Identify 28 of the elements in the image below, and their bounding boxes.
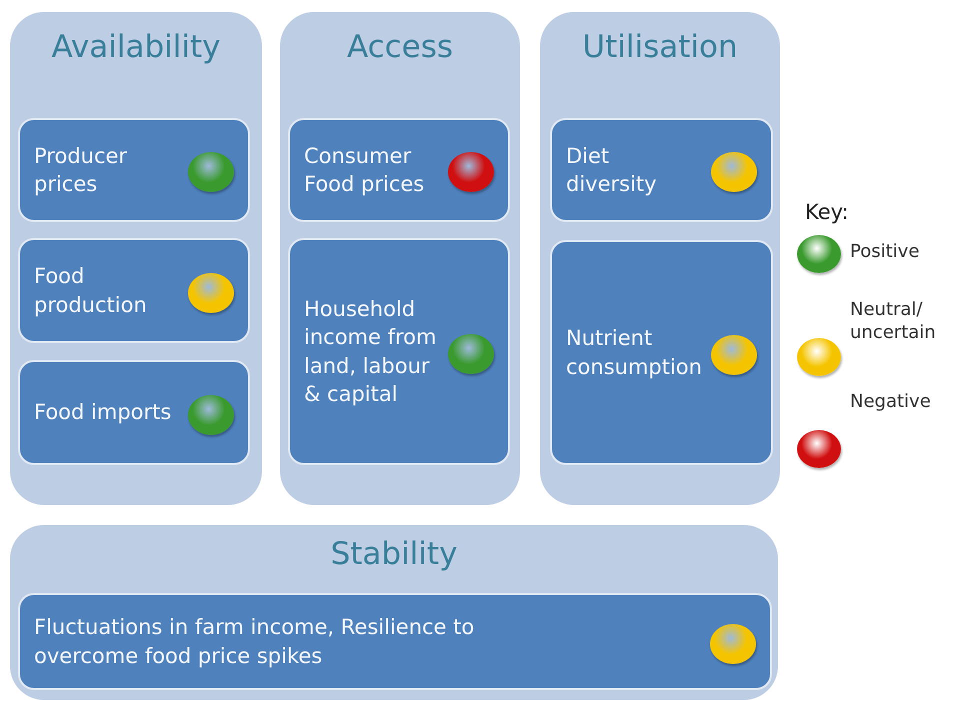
panel-heading: Stability (330, 537, 458, 572)
factor-text: Food production (34, 263, 148, 318)
factor-text: Food imports (34, 399, 172, 426)
key-heading: Key: (805, 200, 849, 224)
factor-text: Fluctuations in farm income, Resilience to overcome food price spikes (34, 614, 476, 670)
factor-text: Nutrient consumption (566, 325, 702, 380)
panel-heading: Availability (50, 30, 222, 64)
factor-text: Household income from land, labour & capital (304, 296, 438, 408)
panel-heading: Access (346, 30, 454, 64)
factor-box (18, 593, 772, 690)
factor-box (550, 118, 773, 222)
panel-heading: Utilisation (581, 30, 739, 64)
legend-label: Negative (850, 390, 932, 414)
factor-box (550, 240, 773, 465)
legend-label: Positive (850, 240, 920, 264)
factor-text: Consumer Food prices (304, 142, 426, 198)
dimension-panel (280, 12, 520, 505)
factor-box (18, 118, 250, 222)
factor-text: Diet diversity (566, 142, 658, 198)
factor-box (18, 238, 250, 343)
dimension-panel (10, 12, 262, 505)
dimension-panel (10, 525, 778, 700)
factor-box (18, 360, 250, 465)
dimension-panel (540, 12, 780, 505)
legend-label: Neutral/ uncertain (850, 298, 937, 345)
factor-text: Producer prices (34, 142, 128, 198)
factor-box (288, 238, 510, 465)
factor-box (288, 118, 510, 222)
